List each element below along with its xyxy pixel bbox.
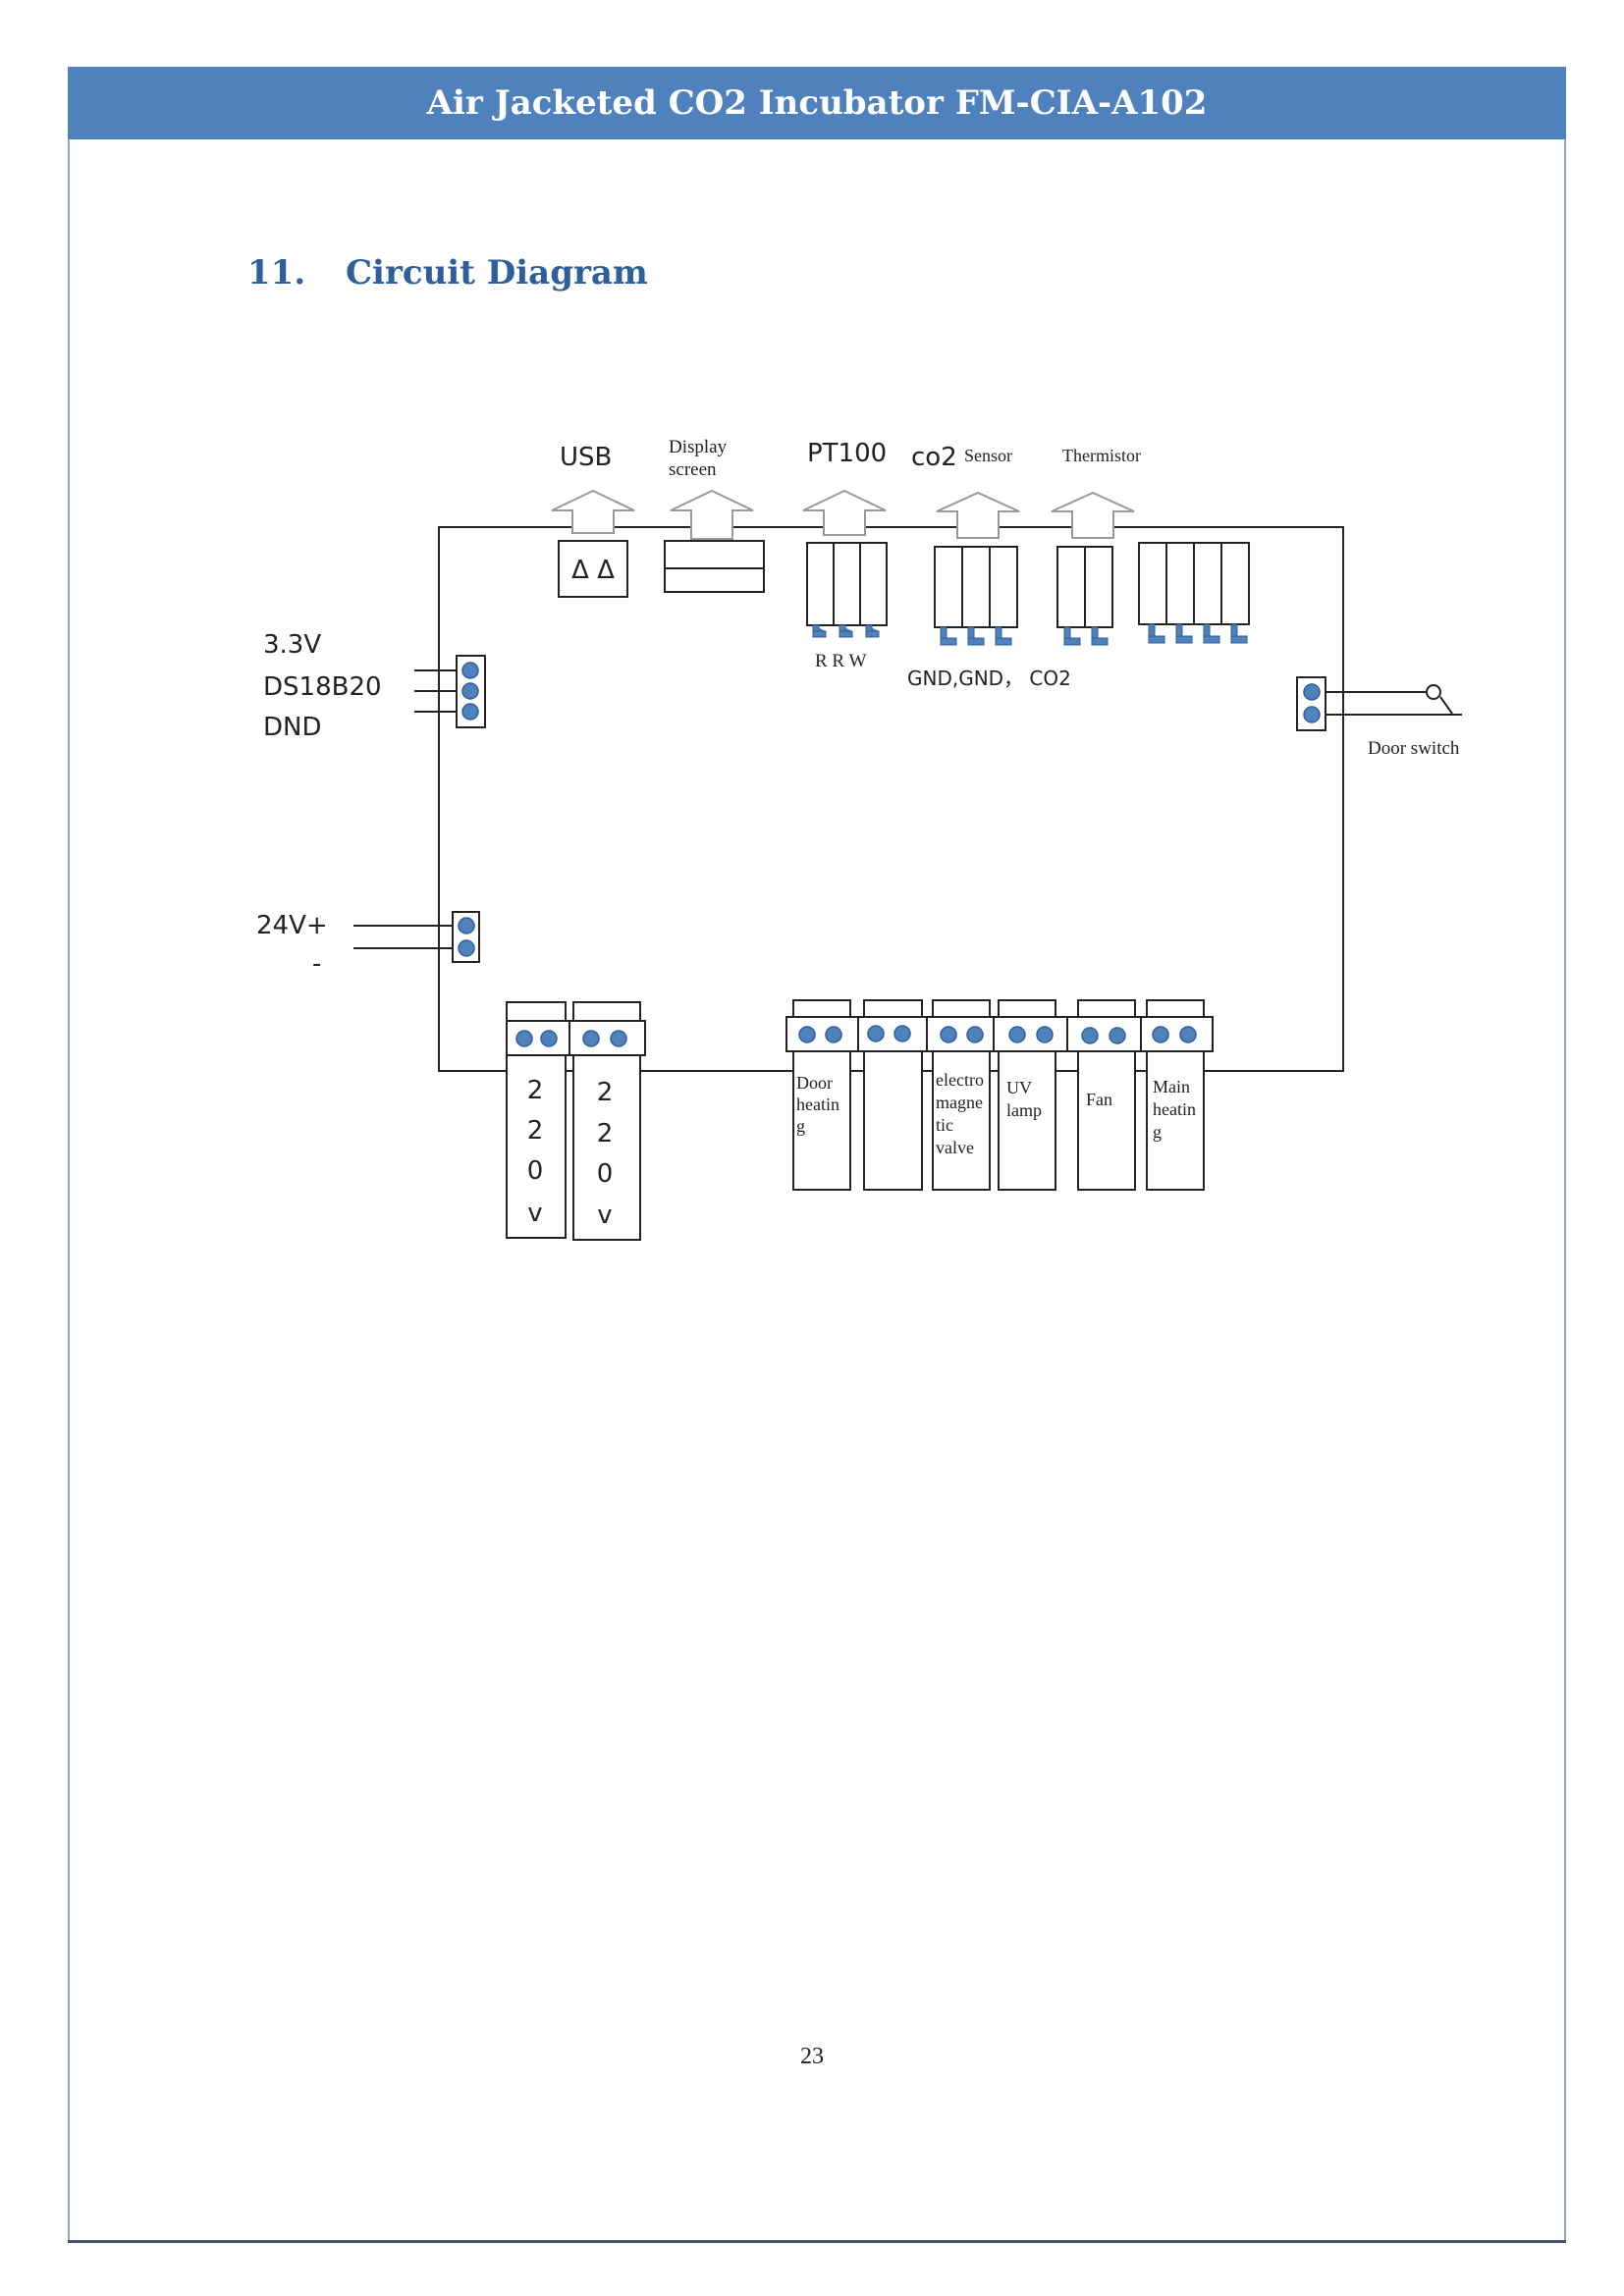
- usb-arrow-icon: [551, 489, 635, 534]
- mains-right-char-1: 2: [597, 1078, 614, 1107]
- label-3v3: 3.3V: [263, 630, 321, 660]
- pt100-connector: [806, 542, 888, 638]
- electromagnetic-valve-label: electro magne tic valve: [936, 1070, 984, 1157]
- thermistor-arrow-icon: [1051, 491, 1135, 539]
- sensor-label: Sensor: [964, 446, 1012, 465]
- ds18b20-connector: [414, 655, 486, 728]
- uv-lamp-label: UV lamp: [1006, 1078, 1042, 1120]
- section-title: Circuit Diagram: [346, 253, 648, 293]
- document-header: Air Jacketed CO2 Incubator FM-CIA-A102: [68, 67, 1566, 139]
- thermistor-connector: [1056, 546, 1113, 646]
- door-switch-label: Door switch: [1368, 738, 1460, 759]
- thermistor-label: Thermistor: [1062, 446, 1141, 465]
- mains-label-right: 2 2 0 v: [597, 1078, 614, 1230]
- valve-line-4: valve: [936, 1138, 974, 1157]
- pt100-pin-labels: R R W: [815, 651, 867, 671]
- uv-lamp-line-2: lamp: [1006, 1100, 1042, 1120]
- co2-arrow-icon: [936, 491, 1020, 539]
- usb-port: [558, 540, 628, 598]
- mains-right-char-4: v: [597, 1201, 612, 1230]
- mains-right-char-3: 0: [597, 1159, 614, 1189]
- mains-left-char-1: 2: [527, 1076, 544, 1105]
- mains-terminal-block: [506, 1001, 646, 1241]
- uv-lamp-line-1: UV: [1006, 1078, 1032, 1097]
- mains-left-char-3: 0: [527, 1156, 544, 1186]
- door-switch-connector: [1296, 676, 1462, 731]
- label-dnd: DND: [263, 713, 322, 742]
- valve-line-2: magne: [936, 1093, 983, 1112]
- door-heating-line-2: heatin: [796, 1095, 839, 1114]
- header-title: Air Jacketed CO2 Incubator FM-CIA-A102: [426, 83, 1208, 123]
- main-heating-line-3: g: [1153, 1122, 1162, 1142]
- label-24v-plus: 24V+: [256, 911, 328, 940]
- main-heating-label: Main heatin g: [1153, 1077, 1196, 1142]
- door-heating-line-1: Door: [796, 1073, 833, 1093]
- display-arrow-icon: [670, 489, 754, 540]
- usb-label: USB: [560, 443, 612, 472]
- fan-label: Fan: [1086, 1090, 1112, 1109]
- four-pin-connector: [1138, 542, 1250, 644]
- section-heading: 11. Circuit Diagram: [247, 253, 648, 293]
- load-terminal-block: [785, 999, 1214, 1191]
- label-ds18b20: DS18B20: [263, 672, 382, 702]
- co2-connector: [934, 546, 1018, 646]
- pt100-label: PT100: [807, 439, 887, 468]
- door-heating-label: Door heatin g: [796, 1073, 839, 1136]
- mains-label-left: 2 2 0 v: [527, 1076, 544, 1228]
- pt100-arrow-icon: [802, 489, 887, 536]
- main-heating-line-1: Main: [1153, 1077, 1190, 1096]
- main-heating-line-2: heatin: [1153, 1099, 1196, 1119]
- usb-port-symbols: Δ Δ: [571, 556, 615, 585]
- power-24v-connector: [353, 911, 480, 963]
- valve-line-3: tic: [936, 1115, 953, 1135]
- door-heating-line-3: g: [796, 1116, 805, 1136]
- co2-pin-labels: GND,GND， CO2: [907, 667, 1071, 690]
- valve-line-1: electro: [936, 1070, 984, 1090]
- page-number: 23: [800, 2044, 824, 2069]
- section-number: 11.: [247, 253, 306, 293]
- display-connector: [664, 540, 765, 593]
- door-switch-icon: [1426, 684, 1453, 715]
- display-label-line1: Display: [669, 437, 728, 457]
- bottom-rule: [68, 2240, 1566, 2243]
- mains-right-char-2: 2: [597, 1119, 614, 1148]
- co2-label: co2: [911, 443, 957, 472]
- mains-left-char-4: v: [527, 1199, 542, 1228]
- mains-left-char-2: 2: [527, 1116, 544, 1146]
- label-24v-minus: -: [312, 949, 321, 979]
- display-label-line2: screen: [669, 459, 717, 480]
